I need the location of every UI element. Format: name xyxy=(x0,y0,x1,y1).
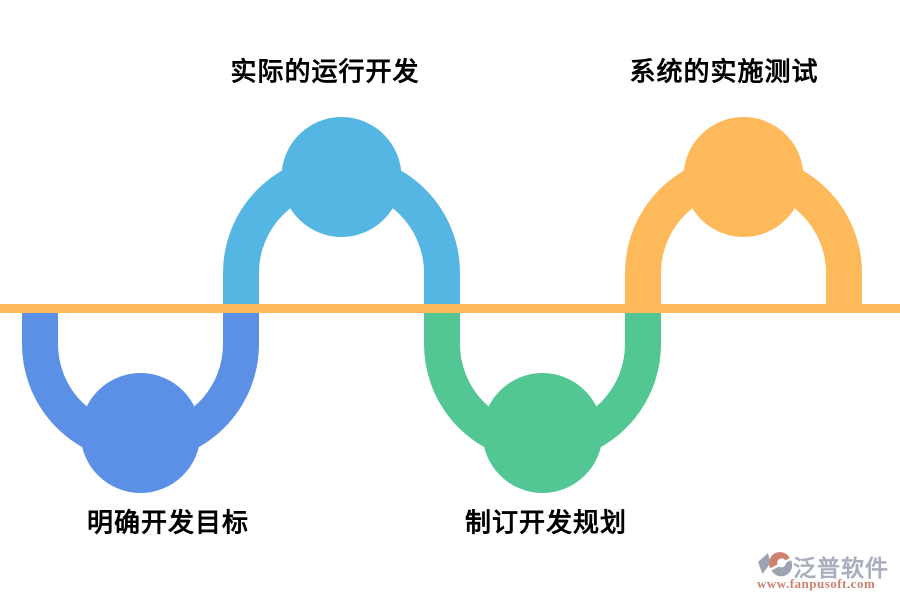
logo-crescent-hole xyxy=(777,558,787,568)
step-node-bottom-left xyxy=(80,373,201,493)
fanpu-logo: 泛普软件 www.fanpusoft.com xyxy=(756,547,896,595)
step-node-top-right xyxy=(683,117,804,237)
step-label-top-left: 实际的运行开发 xyxy=(230,57,420,88)
logo-crescent-bottom xyxy=(771,560,792,577)
step-label-top-right: 系统的实施测试 xyxy=(629,57,819,88)
fanpu-logo-icon xyxy=(758,552,792,577)
step-node-top-left xyxy=(281,117,402,237)
logo-url-text: www.fanpusoft.com xyxy=(757,576,876,591)
step-label-bottom-center: 制订开发规划 xyxy=(464,508,628,539)
logo-brand-text: 泛普软件 xyxy=(793,556,889,582)
step-label-bottom-left: 明确开发目标 xyxy=(86,508,250,539)
step-node-bottom-center xyxy=(482,373,603,493)
logo-diamond-shape xyxy=(758,553,771,574)
timeline-axis xyxy=(0,304,900,313)
